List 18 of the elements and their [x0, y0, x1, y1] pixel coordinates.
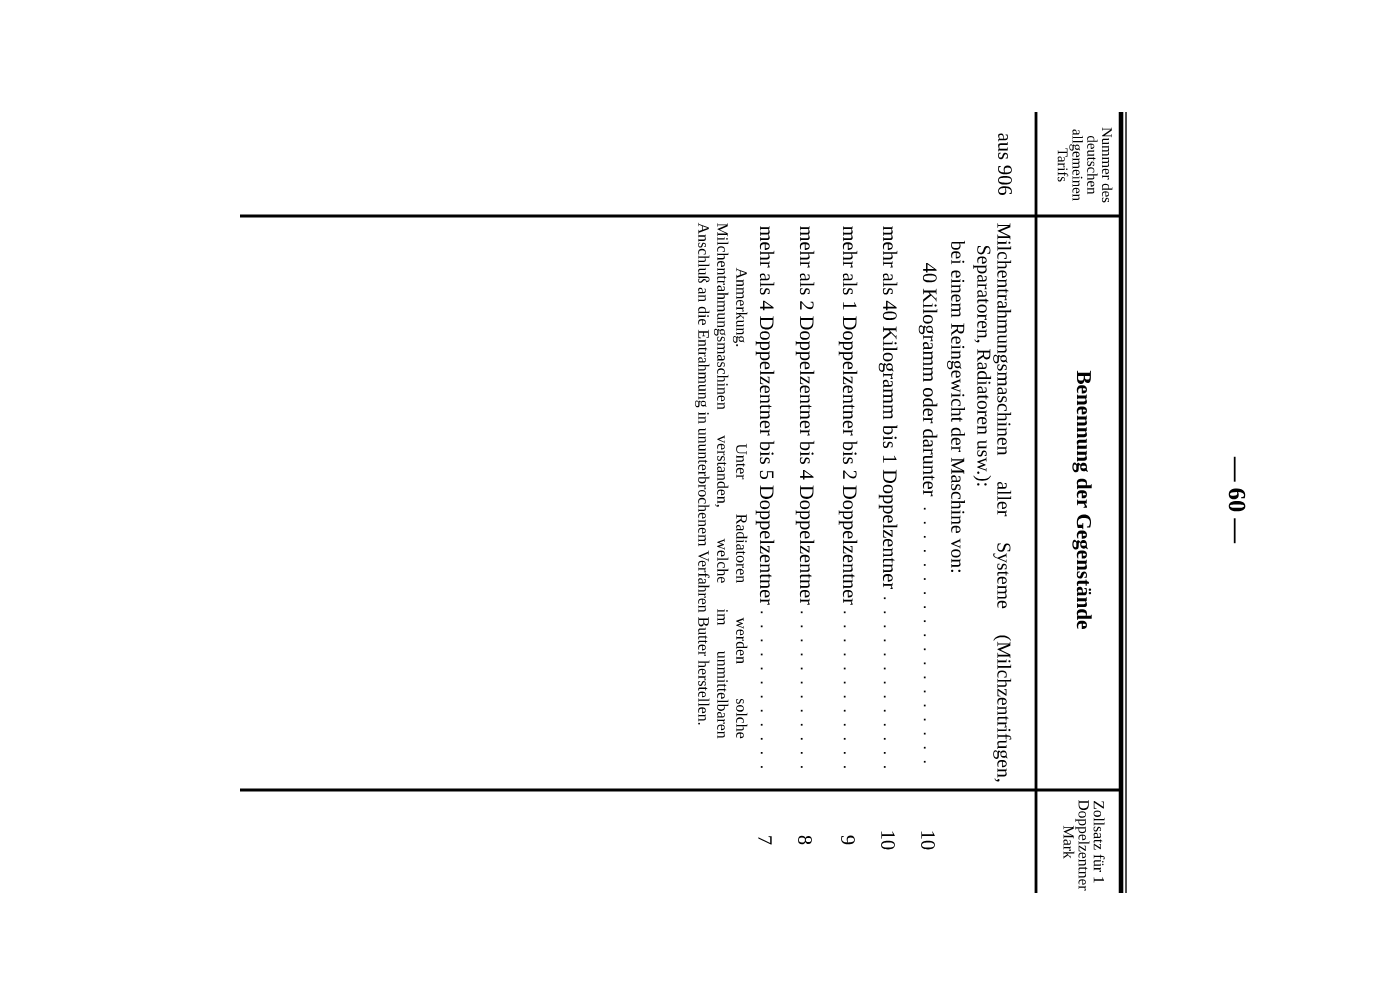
table-cell: 10	[921, 831, 935, 850]
table-cell: 8	[798, 835, 812, 845]
table-cell: Milchentrahmungsmaschinen aller Systeme (Milchzentrifugen, Separatoren, Radiatoren usw.):	[973, 223, 1012, 782]
table-cell: bei einem Reingewicht der Maschine von:	[947, 240, 965, 572]
page-number: — 60 —	[1228, 456, 1246, 544]
table-cell: 9	[841, 835, 855, 845]
table-cell: mehr als 40 Kilogramm bis 1 Doppelzentner	[878, 226, 898, 768]
table-cell: 7	[758, 836, 772, 845]
note-text: Anmerkung. Unter Radiatoren werden solche Milchentrahmungsmaschinen verstanden, welche im unmittelbaren Anschluß an die Entrahmung in ununterbrochenem Verfahren Butter herstellen.	[694, 222, 748, 739]
column-header: Nummer des deutschen allgemeinen Tarifs	[1057, 127, 1113, 203]
table-cell: mehr als 2 Doppelzentner bis 4 Doppelzentner	[795, 226, 815, 768]
table-cell: mehr als 4 Doppelzentner bis 5 Doppelzentner	[755, 226, 775, 768]
table-cell: 40 Kilogramm oder darunter	[918, 263, 938, 763]
column-header: Benennung der Gegenstände	[1072, 370, 1092, 629]
column-header: Zollsatz für 1 Doppelzentner Mark	[1063, 799, 1105, 891]
table-cell: 10	[881, 831, 895, 850]
table-cell: aus 906	[998, 133, 1012, 195]
table-cell: mehr als 1 Doppelzentner bis 2 Doppelzentner	[838, 226, 858, 768]
